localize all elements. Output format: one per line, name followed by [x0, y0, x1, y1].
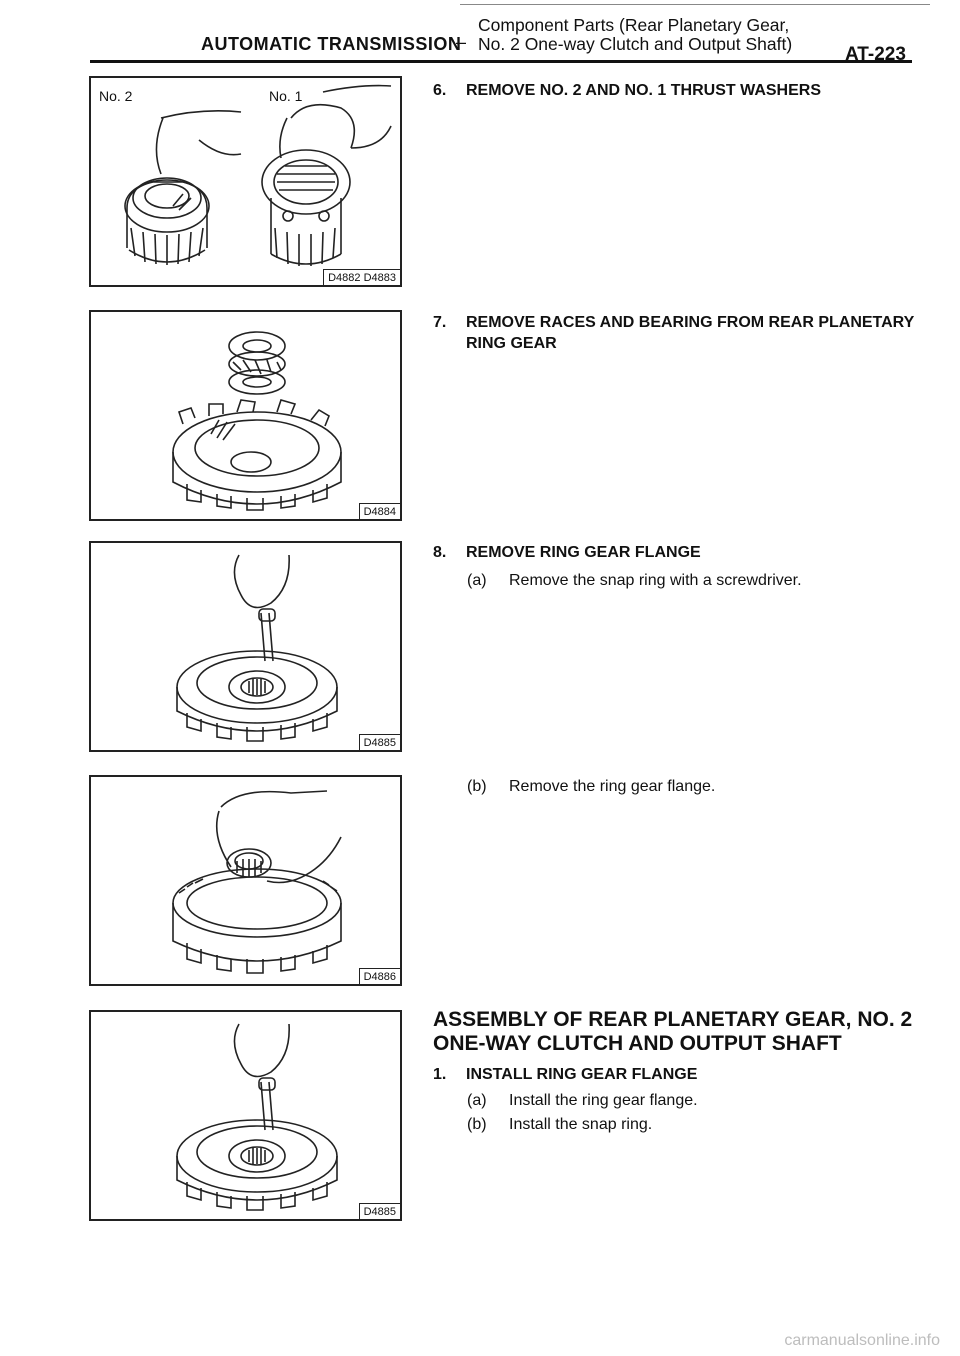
- step-7: 7. REMOVE RACES AND BEARING FROM REAR PLA…: [433, 312, 923, 354]
- substep-text: Remove the ring gear flange.: [509, 778, 716, 795]
- header-dash: –: [456, 32, 467, 52]
- subtitle-line-2: No. 2 One-way Clutch and Output Shaft): [478, 34, 793, 54]
- figure-thrust-washers: No. 2 No. 1 D4882 D4883: [89, 76, 402, 287]
- figure-code: D4882 D4883: [323, 269, 400, 285]
- substep-1a: (a) Install the ring gear flange.: [467, 1090, 698, 1111]
- figure-ring-gear-flange: D4886: [89, 775, 402, 986]
- figure-snap-ring-install: D4885: [89, 1010, 402, 1221]
- figure-code: D4886: [358, 968, 400, 984]
- assembly-heading: ASSEMBLY OF REAR PLANETARY GEAR, NO. 2 O…: [433, 1008, 913, 1055]
- races-bearing-illustration: [172, 331, 342, 511]
- snap-ring-install-illustration: [176, 1023, 338, 1211]
- watermark: carmanualsonline.info: [784, 1332, 940, 1349]
- header-rule: [90, 60, 912, 63]
- substep-tag: (b): [467, 778, 487, 795]
- assembly-step-1: 1. INSTALL RING GEAR FLANGE: [433, 1064, 923, 1085]
- snap-ring-removal-illustration: [176, 554, 338, 742]
- thrust-washers-illustration: [124, 84, 392, 266]
- step-number: 7.: [433, 314, 447, 331]
- label-no-1: No. 1: [269, 88, 303, 104]
- top-hairline: [460, 4, 930, 5]
- section-title: AUTOMATIC TRANSMISSION: [201, 34, 462, 54]
- step-text: REMOVE NO. 2 AND NO. 1 THRUST WASHERS: [466, 82, 821, 99]
- subtitle-line-1: Component Parts (Rear Planetary Gear,: [478, 15, 790, 35]
- substep-text: Install the snap ring.: [509, 1116, 653, 1133]
- figure-snap-ring-removal: D4885: [89, 541, 402, 752]
- step-number: 8.: [433, 544, 447, 561]
- label-no-2: No. 2: [99, 88, 133, 104]
- step-text: INSTALL RING GEAR FLANGE: [466, 1066, 698, 1083]
- step-number: 1.: [433, 1066, 447, 1083]
- step-8: 8. REMOVE RING GEAR FLANGE: [433, 542, 923, 563]
- step-6: 6. REMOVE NO. 2 AND NO. 1 THRUST WASHERS: [433, 80, 923, 101]
- figure-code: D4885: [358, 1203, 400, 1219]
- step-text: REMOVE RING GEAR FLANGE: [466, 544, 701, 561]
- figure-code: D4884: [358, 503, 400, 519]
- substep-8b: (b) Remove the ring gear flange.: [467, 776, 715, 797]
- page-number: AT-223: [845, 44, 906, 65]
- substep-text: Remove the snap ring with a screwdriver.: [509, 572, 802, 589]
- substep-8a: (a) Remove the snap ring with a screwdriv…: [467, 570, 802, 591]
- substep-1b: (b) Install the snap ring.: [467, 1114, 652, 1135]
- substep-tag: (b): [467, 1116, 487, 1133]
- step-number: 6.: [433, 82, 447, 99]
- figure-code: D4885: [358, 734, 400, 750]
- substep-tag: (a): [467, 1092, 487, 1109]
- figure-races-bearing: D4884: [89, 310, 402, 521]
- substep-tag: (a): [467, 572, 487, 589]
- section-subtitle: Component Parts (Rear Planetary Gear, No…: [478, 16, 792, 54]
- ring-gear-flange-illustration: [172, 790, 342, 974]
- step-text: REMOVE RACES AND BEARING FROM REAR PLANE…: [466, 314, 915, 352]
- substep-text: Install the ring gear flange.: [509, 1092, 698, 1109]
